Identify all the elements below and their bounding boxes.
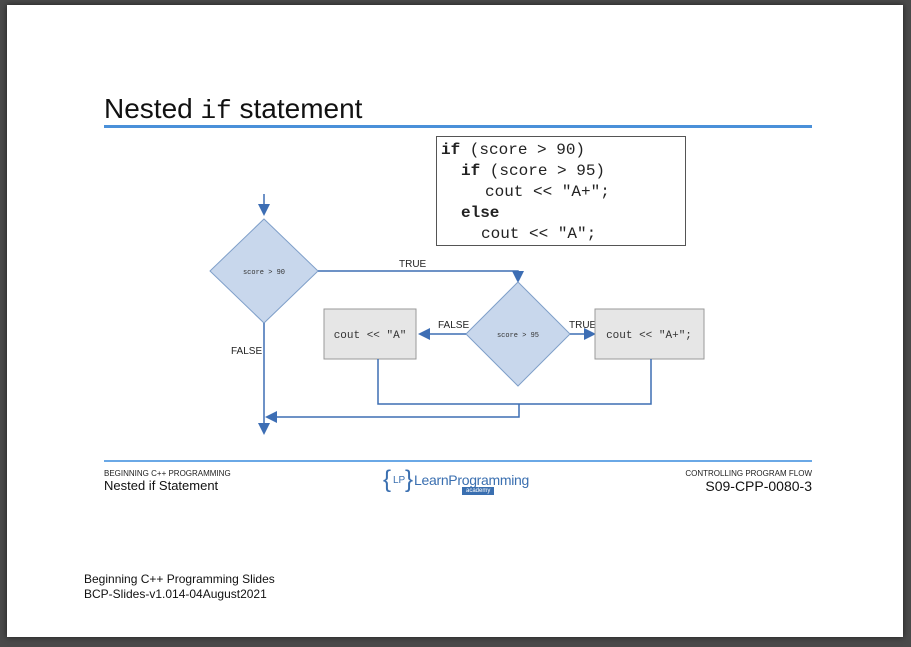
logo-lp: LP — [393, 475, 406, 486]
code-line-4: else — [441, 203, 685, 224]
decision-diamond-2 — [465, 281, 571, 387]
footer-slide-code: S09-CPP-0080-3 — [705, 478, 812, 494]
false-label-mid: FALSE — [438, 320, 469, 331]
code-line-1: if (score > 90) — [441, 140, 685, 161]
true-label-top: TRUE — [399, 259, 427, 270]
flowchart: score > 90 TRUE FALSE score > 95 FALSE T… — [209, 194, 705, 435]
footer-slide-name: Nested if Statement — [104, 478, 219, 493]
title-text-prefix: Nested — [104, 93, 201, 124]
decision1-label: score > 90 — [243, 269, 285, 277]
logo-left-brace: { — [383, 466, 392, 493]
code-text: (score > 90) — [460, 141, 586, 159]
title-underline — [104, 125, 812, 128]
code-text: cout << "A+"; — [485, 183, 610, 201]
code-text: (score > 95) — [480, 162, 606, 180]
true-label-mid: TRUE — [569, 320, 597, 331]
slide-page: Nested if statement if (score > 90) if (… — [7, 5, 903, 637]
title-text-suffix: statement — [231, 93, 363, 124]
decision2-label: score > 95 — [497, 332, 539, 340]
note-line-2: BCP-Slides-v1.014-04August2021 — [84, 587, 267, 601]
false-label-left: FALSE — [231, 346, 262, 357]
merge-arrow-left — [265, 404, 520, 423]
footer-divider — [104, 460, 812, 462]
code-box: if (score > 90) if (score > 95) cout << … — [436, 136, 686, 246]
logo-academy-tag: academy — [462, 487, 495, 495]
footer-section-label: CONTROLLING PROGRAM FLOW — [685, 469, 812, 478]
code-keyword: if — [461, 162, 481, 180]
footer-course-label: BEGINNING C++ PROGRAMMING — [104, 469, 231, 478]
code-keyword: if — [441, 141, 461, 159]
slides-note: Beginning C++ Programming Slides BCP-Sli… — [84, 572, 275, 602]
output-box-a-label: cout << "A" — [334, 330, 407, 342]
output-box-a — [323, 308, 417, 360]
code-line-5: cout << "A"; — [441, 224, 685, 245]
merge-line-bottom — [377, 359, 652, 405]
note-line-1: Beginning C++ Programming Slides — [84, 572, 275, 586]
learnprogramming-logo: { LP } LearnProgramming academy — [383, 466, 529, 496]
logo-wordmark: LearnProgramming — [414, 472, 530, 488]
title-code-keyword: if — [200, 96, 232, 126]
output-box-aplus — [594, 308, 705, 360]
code-text: cout << "A"; — [481, 225, 597, 243]
slide-title: Nested if statement — [104, 93, 362, 126]
code-keyword: else — [461, 204, 500, 222]
code-line-3: cout << "A+"; — [441, 182, 685, 203]
output-box-aplus-label: cout << "A+"; — [606, 330, 692, 342]
logo-right-brace: } — [405, 466, 414, 493]
true-arrow-top — [318, 270, 524, 283]
code-line-2: if (score > 95) — [441, 161, 685, 182]
